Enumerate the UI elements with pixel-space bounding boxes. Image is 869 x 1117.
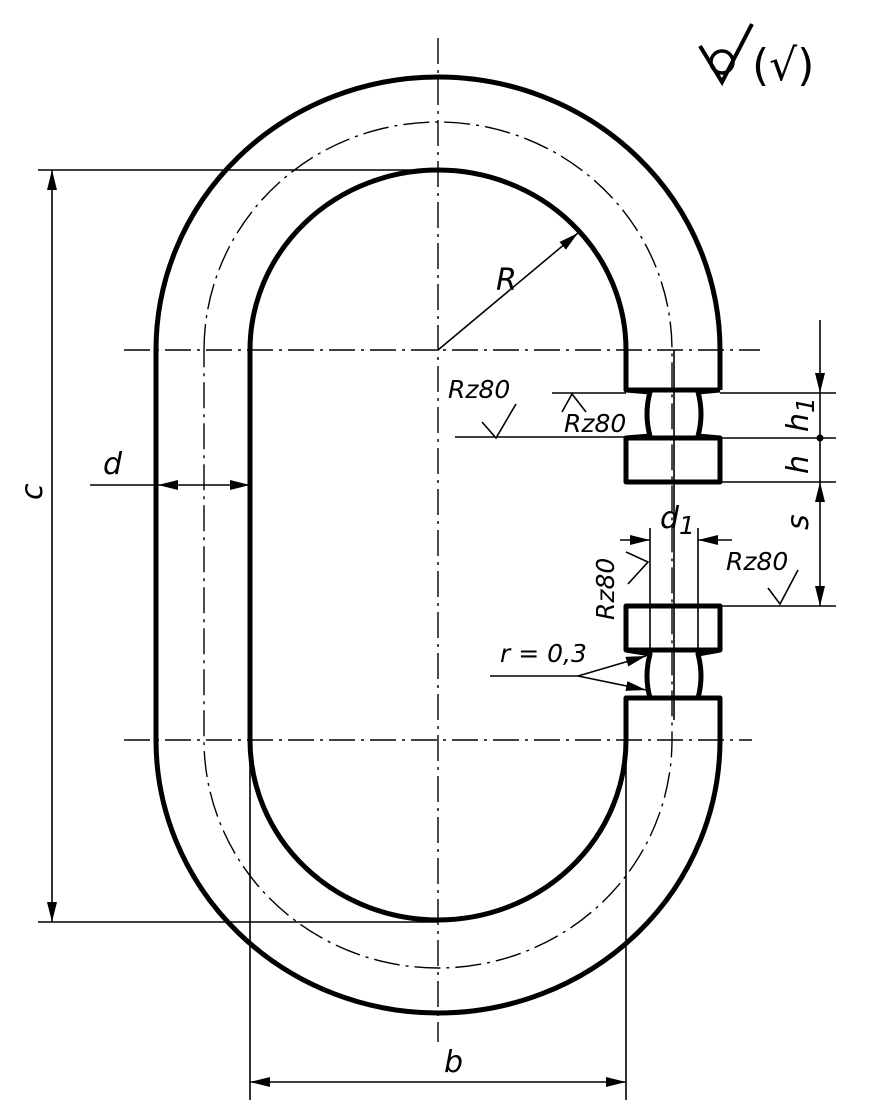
rz-vertical-label: Rz80: [591, 558, 620, 620]
R-label: R: [496, 263, 517, 298]
outer-contour: [153, 74, 723, 1016]
upper-neck: [625, 387, 721, 441]
h-label: h: [781, 455, 816, 474]
h1-label: h1: [781, 397, 820, 432]
r-note-label: r = 0,3: [500, 639, 587, 668]
general-roughness-circle: [709, 49, 735, 75]
rz-top-left-label: Rz80: [448, 375, 510, 404]
upper-joint-block: [623, 350, 723, 485]
general-roughness-symbol: [698, 23, 754, 87]
d-label: d: [103, 447, 123, 482]
rz-vertical-symbol: [625, 551, 650, 585]
lower-neck: [623, 647, 723, 720]
lower-joint-block: [623, 603, 723, 653]
wire-centerline-contour: [203, 121, 673, 969]
rz-top-inner-symbol: [561, 392, 587, 413]
rz-top-left-symbol: [481, 403, 517, 440]
rz-right-symbol: [767, 569, 799, 606]
general-roughness-bracket: (√): [752, 40, 814, 91]
r-note-leader-2: [577, 675, 647, 691]
h1-h-dot: [816, 434, 824, 442]
R-dimension-line: [437, 232, 579, 351]
s-label: s: [781, 514, 816, 530]
rz-top-inner-label: Rz80: [564, 409, 626, 438]
c-label: c: [15, 483, 50, 500]
d1-label: d1: [660, 501, 695, 540]
rz-right-label: Rz80: [726, 547, 788, 576]
r-note-leader-1: [577, 655, 647, 677]
b-label: b: [444, 1045, 463, 1080]
